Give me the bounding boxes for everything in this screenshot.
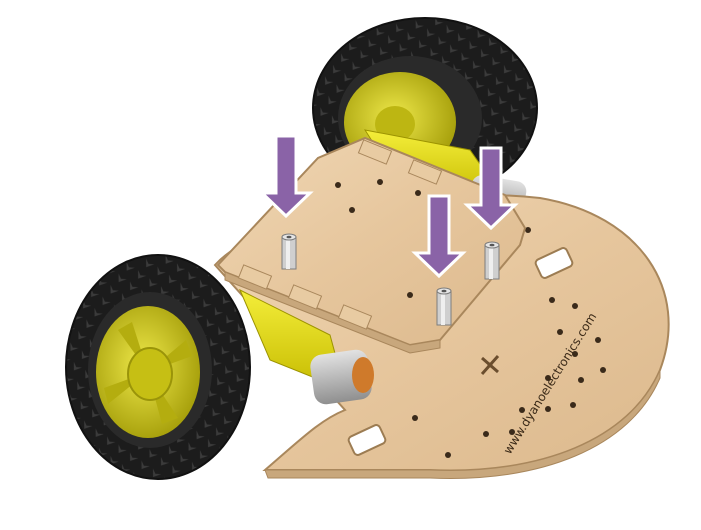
arrow-down-icon — [258, 134, 314, 219]
front-motor — [239, 288, 374, 405]
arrow-down-icon — [463, 146, 519, 231]
plate-slot — [347, 424, 387, 456]
logo-mark-icon — [480, 355, 500, 375]
standoff-right — [484, 241, 500, 280]
standoff-left — [281, 233, 297, 270]
front-left-wheel — [65, 254, 251, 480]
arrow-down-icon — [411, 194, 467, 279]
plate-holes — [412, 227, 606, 458]
standoff-middle — [436, 287, 452, 326]
plate-slot — [534, 247, 574, 279]
